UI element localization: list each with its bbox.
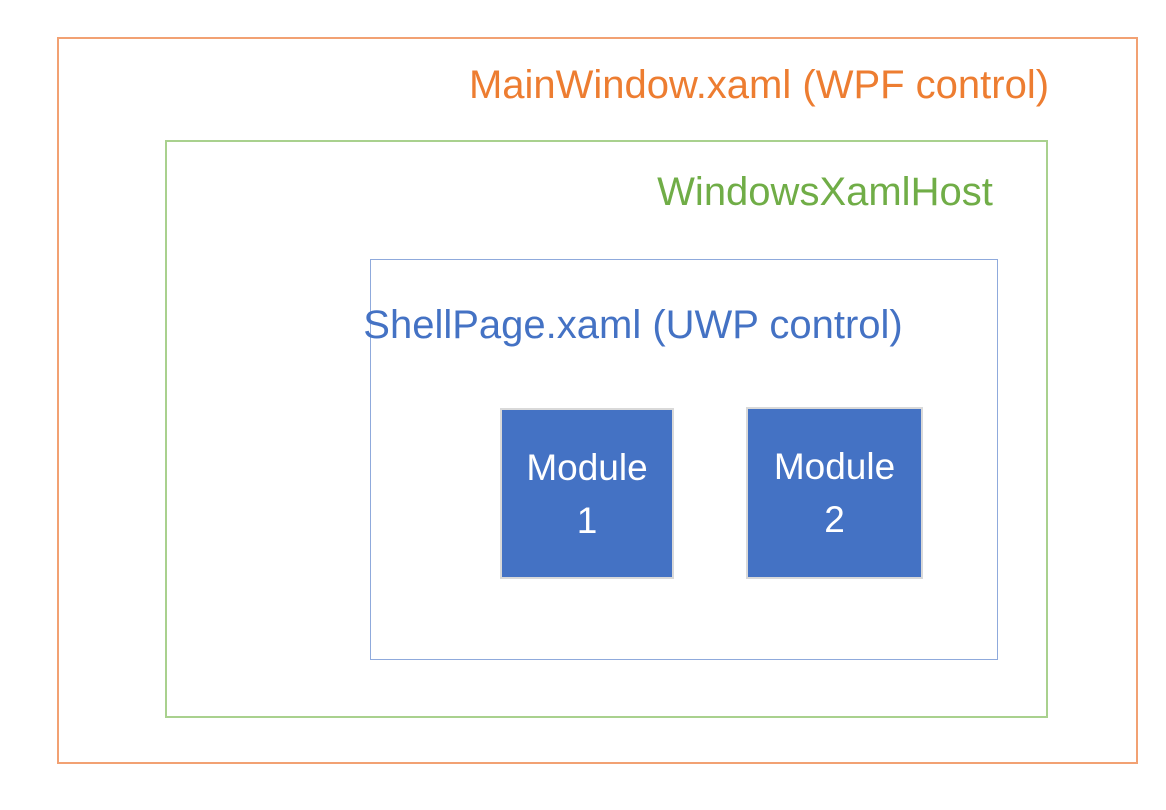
shellpage-uwp-label: ShellPage.xaml (UWP control) — [363, 303, 903, 347]
module-1-label-line2: 1 — [576, 499, 598, 541]
mainwindow-wpf-box — [57, 37, 1138, 764]
module-2-box: Module 2 — [746, 407, 923, 579]
module-1-box: Module 1 — [500, 408, 674, 579]
module-2-label-line2: 2 — [824, 499, 845, 540]
module-2-label-line1: Module — [773, 446, 896, 487]
mainwindow-wpf-label: MainWindow.xaml (WPF control) — [468, 63, 1050, 107]
shellpage-uwp-box — [370, 259, 998, 660]
module-1-label-line1: Module — [526, 446, 648, 488]
windowsxamlhost-label: WindowsXamlHost — [657, 170, 993, 214]
windowsxamlhost-box — [165, 140, 1048, 718]
